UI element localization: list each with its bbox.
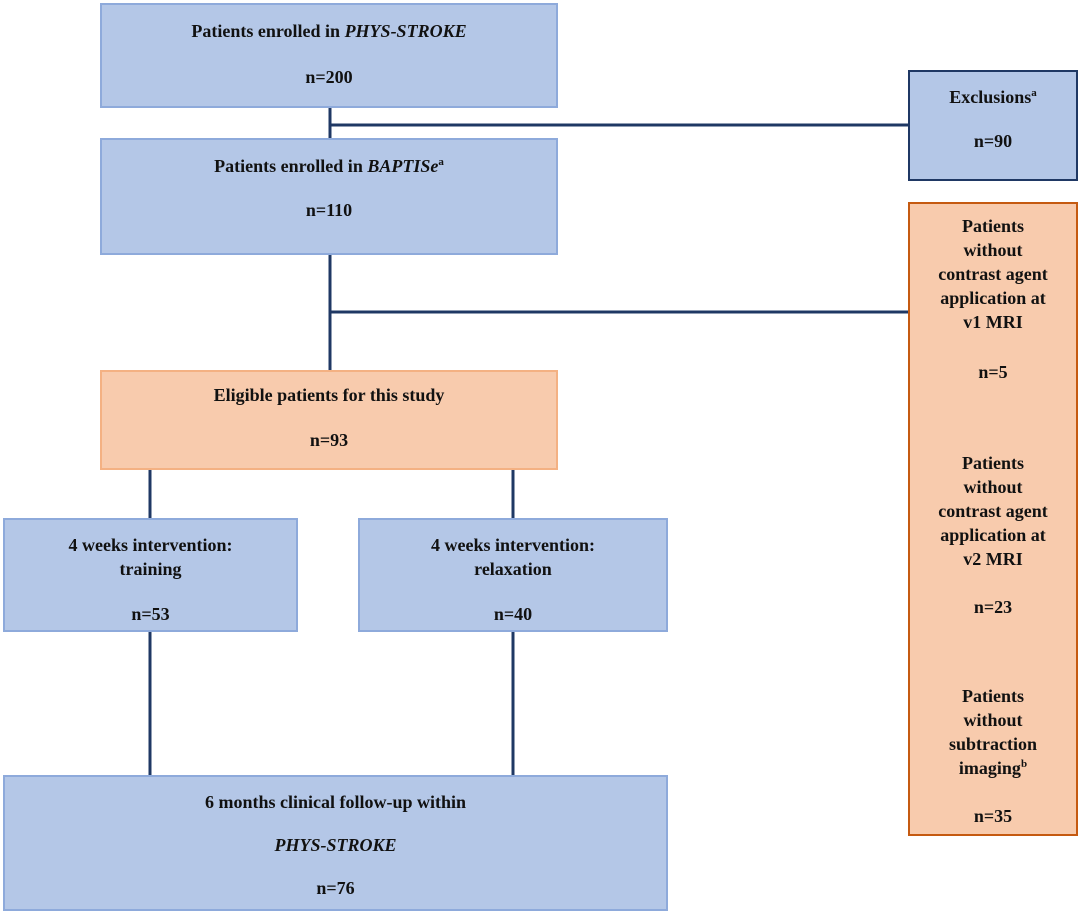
excluded-v1-count: n=5 <box>978 362 1008 382</box>
eligible-label: Eligible patients for this study <box>213 385 445 405</box>
baptise-enrolled-label: Patients enrolled in BAPTISea <box>214 156 444 176</box>
excluded-sub-count: n=35 <box>973 806 1013 826</box>
excluded-sub-line: subtraction <box>948 734 1037 754</box>
physstroke-enrolled-label: Patients enrolled in PHYS-STROKE <box>191 21 467 41</box>
relaxation-line1: 4 weeks intervention: <box>431 535 595 555</box>
followup-trial: PHYS-STROKE <box>274 835 397 855</box>
excluded-sub-line: imagingb <box>958 758 1028 778</box>
training-line1: 4 weeks intervention: <box>68 535 233 555</box>
followup-count: n=76 <box>316 878 355 898</box>
box-eligible: Eligible patients for this study n=93 <box>100 370 558 470</box>
box-baptise-enrolled: Patients enrolled in BAPTISea n=110 <box>100 138 558 255</box>
excluded-sub-line: Patients <box>962 686 1024 706</box>
excluded-v2-line: without <box>963 477 1023 497</box>
exclusions-count: n=90 <box>973 131 1013 151</box>
exclusions-label: Exclusionsa <box>949 87 1037 107</box>
baptise-enrolled-count: n=110 <box>305 200 353 220</box>
excluded-v1-line: contrast agent <box>938 264 1048 284</box>
excluded-v1-line: without <box>963 240 1023 260</box>
excluded-v1-line: application at <box>940 288 1046 308</box>
followup-line1: 6 months clinical follow-up within <box>204 792 467 812</box>
relaxation-count: n=40 <box>493 604 533 624</box>
excluded-v1-line: Patients <box>962 216 1024 236</box>
box-training: 4 weeks intervention: training n=53 <box>3 518 298 632</box>
relaxation-line2: relaxation <box>474 559 552 579</box>
box-relaxation: 4 weeks intervention: relaxation n=40 <box>358 518 668 632</box>
excluded-sub-line: without <box>963 710 1023 730</box>
box-mri-exclusions: Patients without contrast agent applicat… <box>908 202 1078 836</box>
excluded-v2-line: v2 MRI <box>963 549 1023 569</box>
eligible-count: n=93 <box>309 430 349 450</box>
box-exclusions: Exclusionsa n=90 <box>908 70 1078 181</box>
training-line2: training <box>119 559 182 579</box>
training-count: n=53 <box>131 604 170 624</box>
excluded-v2-line: application at <box>940 525 1046 545</box>
box-followup: 6 months clinical follow-up within PHYS-… <box>3 775 668 911</box>
excluded-v1-line: v1 MRI <box>963 312 1023 332</box>
excluded-v2-line: contrast agent <box>938 501 1048 521</box>
excluded-v2-count: n=23 <box>973 597 1013 617</box>
physstroke-enrolled-count: n=200 <box>305 67 353 87</box>
excluded-v2-line: Patients <box>962 453 1024 473</box>
box-physstroke-enrolled: Patients enrolled in PHYS-STROKE n=200 <box>100 3 558 108</box>
